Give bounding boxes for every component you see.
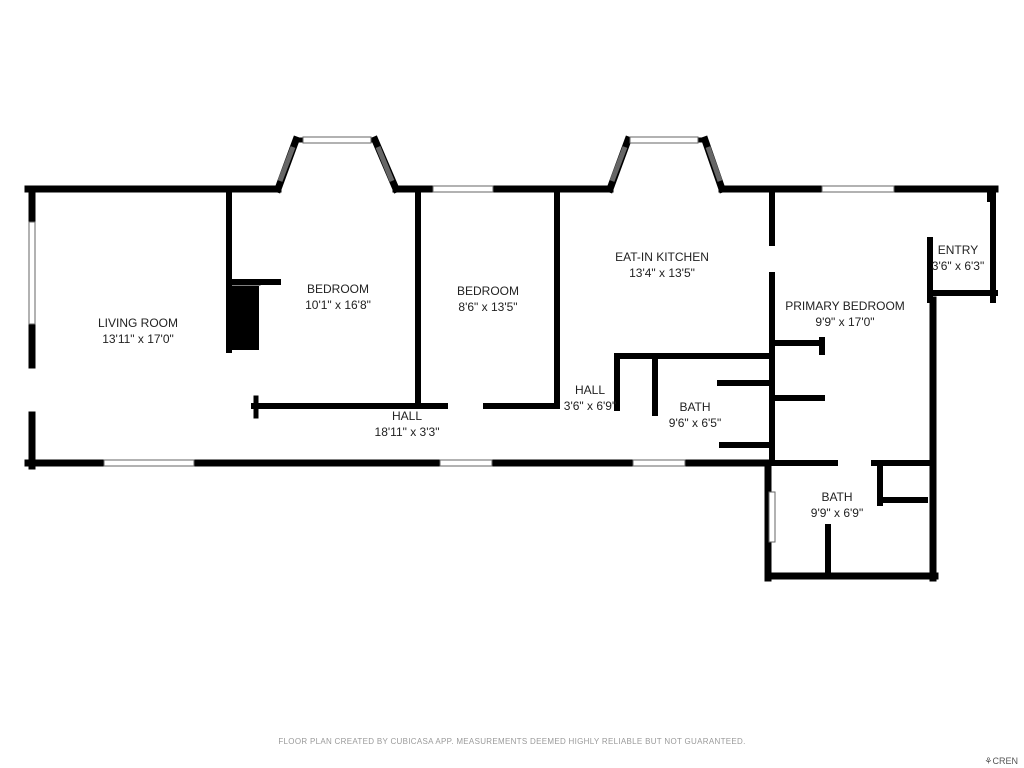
- room-name-primary-bedroom: PRIMARY BEDROOM: [785, 299, 905, 313]
- room-dimensions-primary-bedroom: 9'9" x 17'0": [815, 315, 874, 329]
- footer-disclaimer: FLOOR PLAN CREATED BY CUBICASA APP. MEAS…: [278, 737, 746, 746]
- room-name-hall-small: HALL: [575, 383, 605, 397]
- room-dimensions-bath-1: 9'6" x 6'5": [669, 416, 721, 430]
- cren-logo: ⚘CREN: [984, 756, 1018, 767]
- room-name-bedroom-1: BEDROOM: [307, 282, 369, 296]
- room-dimensions-bedroom-1: 10'1" x 16'8": [305, 298, 371, 312]
- room-name-hall-long: HALL: [392, 409, 422, 423]
- room-dimensions-eat-in-kitchen: 13'4" x 13'5": [629, 266, 695, 280]
- room-name-eat-in-kitchen: EAT-IN KITCHEN: [615, 250, 709, 264]
- window: [432, 185, 494, 193]
- window: [375, 146, 395, 182]
- room-dimensions-bedroom-2: 8'6" x 13'5": [458, 300, 517, 314]
- window: [705, 146, 723, 182]
- window: [821, 185, 895, 193]
- room-dimensions-entry: 3'6" x 6'3": [932, 259, 984, 273]
- room-labels: LIVING ROOM 13'11" x 17'0" BEDROOM 10'1" x …: [98, 243, 984, 520]
- room-name-bath-2: BATH: [821, 490, 852, 504]
- fireplace-block: [227, 286, 259, 350]
- room-dimensions-living-room: 13'11" x 17'0": [102, 332, 174, 346]
- window: [103, 459, 195, 467]
- room-name-bedroom-2: BEDROOM: [457, 284, 519, 298]
- window: [302, 136, 372, 144]
- room-dimensions-hall-small: 3'6" x 6'9": [564, 399, 616, 413]
- window: [28, 221, 36, 325]
- window: [439, 459, 493, 467]
- window: [277, 146, 296, 182]
- room-dimensions-bath-2: 9'9" x 6'9": [811, 506, 863, 520]
- room-name-bath-1: BATH: [679, 400, 710, 414]
- room-name-entry: ENTRY: [938, 243, 978, 257]
- room-name-living-room: LIVING ROOM: [98, 316, 178, 330]
- windows: [28, 136, 895, 543]
- window: [609, 146, 628, 182]
- cren-logo-text: CREN: [992, 756, 1018, 766]
- window: [768, 491, 776, 543]
- room-dimensions-hall-long: 18'11" x 3'3": [375, 425, 440, 439]
- cren-logo-icon: ⚘: [984, 756, 993, 766]
- window: [632, 459, 686, 467]
- window: [629, 136, 699, 144]
